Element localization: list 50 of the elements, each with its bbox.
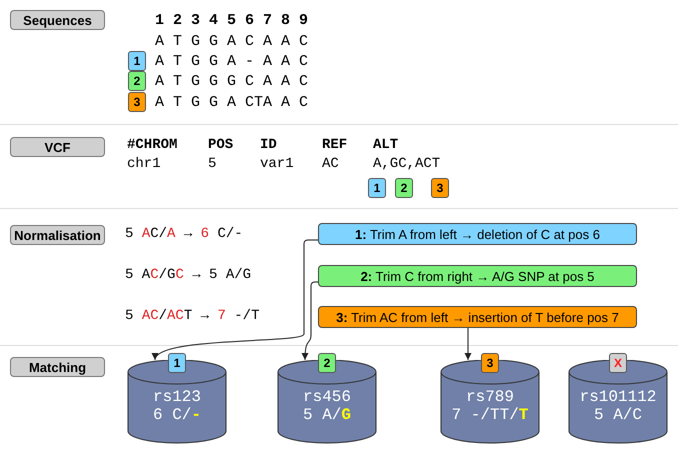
- table-value: chr1: [127, 156, 161, 172]
- section-tab: Normalisation: [10, 225, 105, 245]
- arrow: [302, 282, 318, 360]
- step-box: 1: Trim A from left → deletion of C at pos 6: [318, 223, 637, 245]
- number-badge: 3: [481, 353, 499, 373]
- number-badge: 1: [168, 353, 186, 373]
- column-header: ID: [260, 137, 277, 153]
- column-header: #CHROM: [127, 137, 178, 153]
- record-id: rs101112: [578, 388, 658, 406]
- normalisation-row: 5 AC/GC → 5 A/G: [125, 267, 252, 283]
- number-badge: 3: [128, 92, 146, 112]
- record-id: rs456: [302, 388, 352, 406]
- number-badge: 3: [431, 178, 449, 198]
- database-cylinder: [568, 360, 668, 444]
- section-tab: Matching: [10, 357, 105, 377]
- column-header: REF: [322, 137, 348, 153]
- section-tab: VCF: [10, 137, 105, 157]
- number-badge: X: [609, 353, 627, 373]
- number-badge: 2: [318, 353, 336, 373]
- sequence-row: A T G G G C A A C: [155, 73, 308, 90]
- sequence-row: A T G G A CTA A C: [155, 94, 308, 111]
- table-value: A,GC,ACT: [373, 156, 440, 172]
- step-box: 2: Trim C from right → A/G SNP at pos 5: [318, 265, 637, 287]
- column-header: ALT: [373, 137, 398, 153]
- table-value: AC: [322, 156, 339, 172]
- number-badge: 1: [128, 51, 146, 71]
- sequence-row: A T G G A - A A C: [155, 53, 308, 70]
- allele-text: 5 A/G: [302, 406, 352, 424]
- record-id: rs123: [152, 388, 202, 406]
- database-cylinder: [440, 360, 540, 444]
- database-cylinder: [277, 360, 377, 444]
- number-badge: 2: [395, 178, 413, 198]
- table-value: 5: [208, 156, 216, 172]
- section-tab: Sequences: [10, 10, 105, 30]
- column-header: POS: [208, 137, 234, 153]
- number-badge: 1: [368, 178, 386, 198]
- allele-text: 5 A/C: [592, 406, 643, 424]
- arrow: [154, 240, 318, 360]
- sequence-row: A T G G A C A A C: [155, 33, 308, 50]
- step-box: 3: Trim AC from left → insertion of T before pos 7: [318, 306, 637, 328]
- number-badge: 2: [128, 71, 146, 91]
- table-value: var1: [260, 156, 294, 172]
- position-header: 1 2 3 4 5 6 7 8 9: [155, 12, 308, 29]
- allele-text: 7 -/TT/T: [450, 406, 530, 424]
- record-id: rs789: [464, 388, 515, 406]
- arrow: [464, 328, 472, 360]
- normalisation-row: 5 AC/A → 6 C/-: [125, 226, 243, 242]
- database-cylinder: [127, 360, 227, 444]
- normalisation-row: 5 AC/ACT → 7 -/T: [125, 308, 260, 324]
- allele-text: 6 C/-: [152, 406, 202, 424]
